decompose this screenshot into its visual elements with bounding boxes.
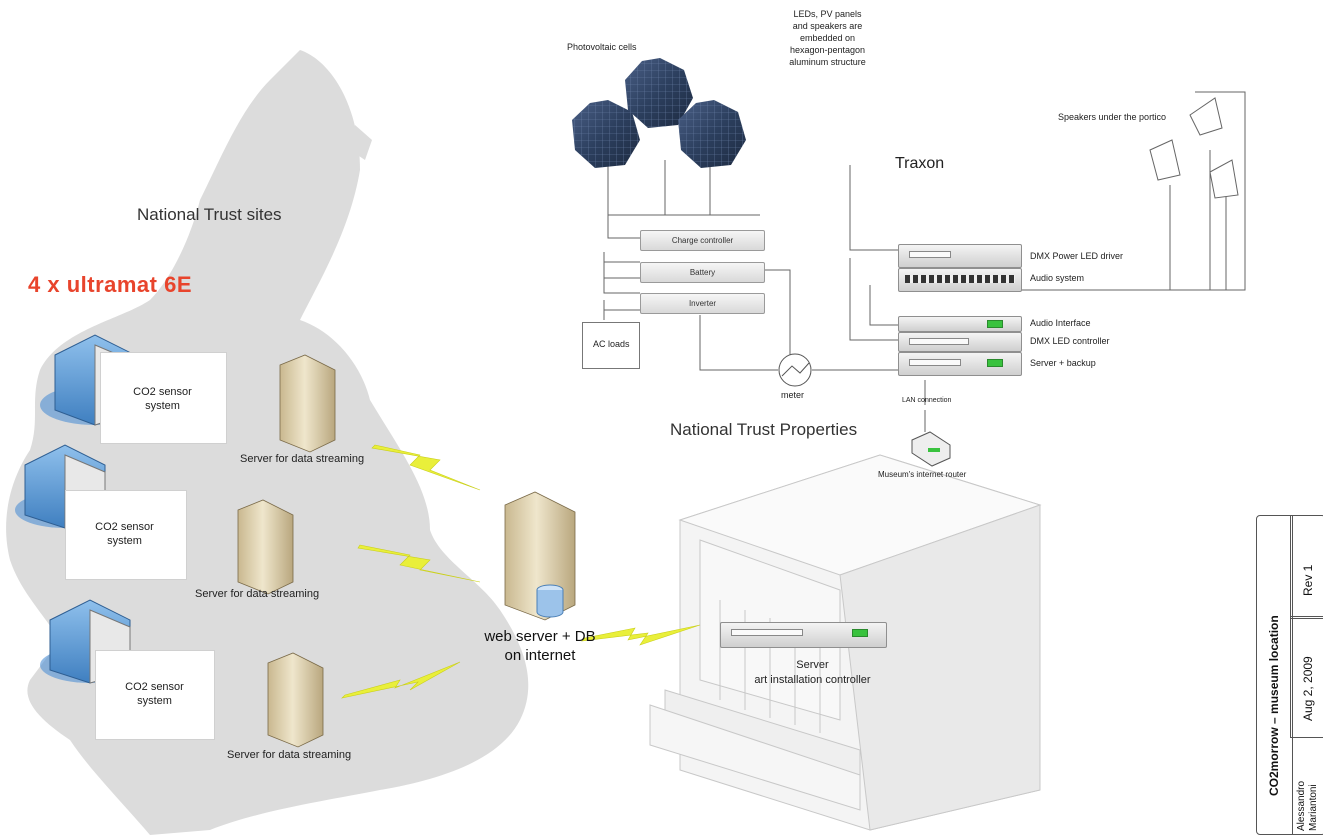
project-title: CO2morrow – museum location	[1267, 615, 1281, 796]
charge-controller-unit: Charge controller	[640, 230, 765, 251]
web-server-label: web server + DB on internet	[484, 628, 596, 664]
rack-label-audio-system: Audio system	[1030, 273, 1085, 283]
sensor-label-3: CO2 sensor system	[125, 681, 184, 707]
national-trust-sites-title: National Trust sites	[137, 205, 282, 224]
router-label: Museum's internet router	[878, 470, 967, 479]
server-backup-icon	[898, 352, 1022, 376]
sensor-box-1	[100, 352, 227, 444]
streaming-label-1: Server for data streaming	[240, 453, 365, 465]
server-tower-1	[279, 354, 336, 453]
title-block: CO2morrow – museum location Rev 1 Aug 2,…	[1256, 515, 1323, 835]
router-icon	[911, 431, 951, 467]
lan-label: LAN connection	[902, 397, 952, 404]
date-label: Aug 2, 2009	[1301, 656, 1315, 721]
speaker-icons	[1149, 97, 1239, 199]
uk-main-landmass	[6, 50, 529, 835]
sensor-box-3	[95, 650, 215, 740]
streaming-label-2: Server for data streaming	[195, 588, 320, 600]
sensor-box-2	[65, 490, 187, 580]
database-icon	[536, 584, 564, 618]
rack-label-audio-interface: Audio Interface	[1030, 318, 1091, 328]
speakers-label: Speakers under the portico	[1058, 112, 1167, 122]
orkney-island	[330, 160, 350, 195]
sensor-label-2: CO2 sensor system	[95, 521, 154, 547]
pv-panels-icon	[572, 58, 746, 168]
ac-loads-box	[582, 322, 640, 369]
tower-server-icons	[237, 354, 576, 748]
audio-system-icon	[898, 268, 1022, 292]
system-wiring	[603, 91, 1246, 432]
rack-label-server: Server + backup	[1030, 358, 1096, 368]
dmx-power-led-driver-icon	[898, 244, 1022, 268]
meter-icon	[778, 353, 812, 387]
traxon-label: Traxon	[895, 155, 945, 172]
installation-label: Server art installation controller	[754, 659, 871, 686]
wireless-link-icons	[341, 444, 701, 699]
pv-label: Photovoltaic cells	[567, 42, 637, 52]
revision-label: Rev 1	[1301, 564, 1315, 596]
ultramat-label: 4 x ultramat 6E	[28, 272, 193, 297]
rack-label-dmx-led: DMX LED controller	[1030, 336, 1110, 346]
streaming-label-3: Server for data streaming	[227, 749, 352, 761]
author-label: Alessandro Mariantoni	[1296, 780, 1319, 831]
properties-label: National Trust Properties	[670, 420, 858, 439]
server-tower-3	[267, 652, 324, 748]
meter-label: meter	[781, 390, 805, 400]
server-tower-2	[237, 499, 294, 595]
audio-interface-icon	[898, 316, 1022, 332]
sensor-label-1: CO2 sensor system	[133, 386, 192, 412]
structure-note: LEDs, PV panels and speakers are embedde…	[789, 9, 866, 67]
ac-loads-label: AC loads	[593, 339, 630, 349]
dmx-led-controller-icon	[898, 332, 1022, 352]
rack-label-dmx-power: DMX Power LED driver	[1030, 251, 1124, 261]
shetland-island	[350, 125, 372, 160]
inverter-unit: Inverter	[640, 293, 765, 314]
uk-map	[6, 50, 529, 835]
installation-server-icon	[720, 622, 887, 648]
battery-unit: Battery	[640, 262, 765, 283]
